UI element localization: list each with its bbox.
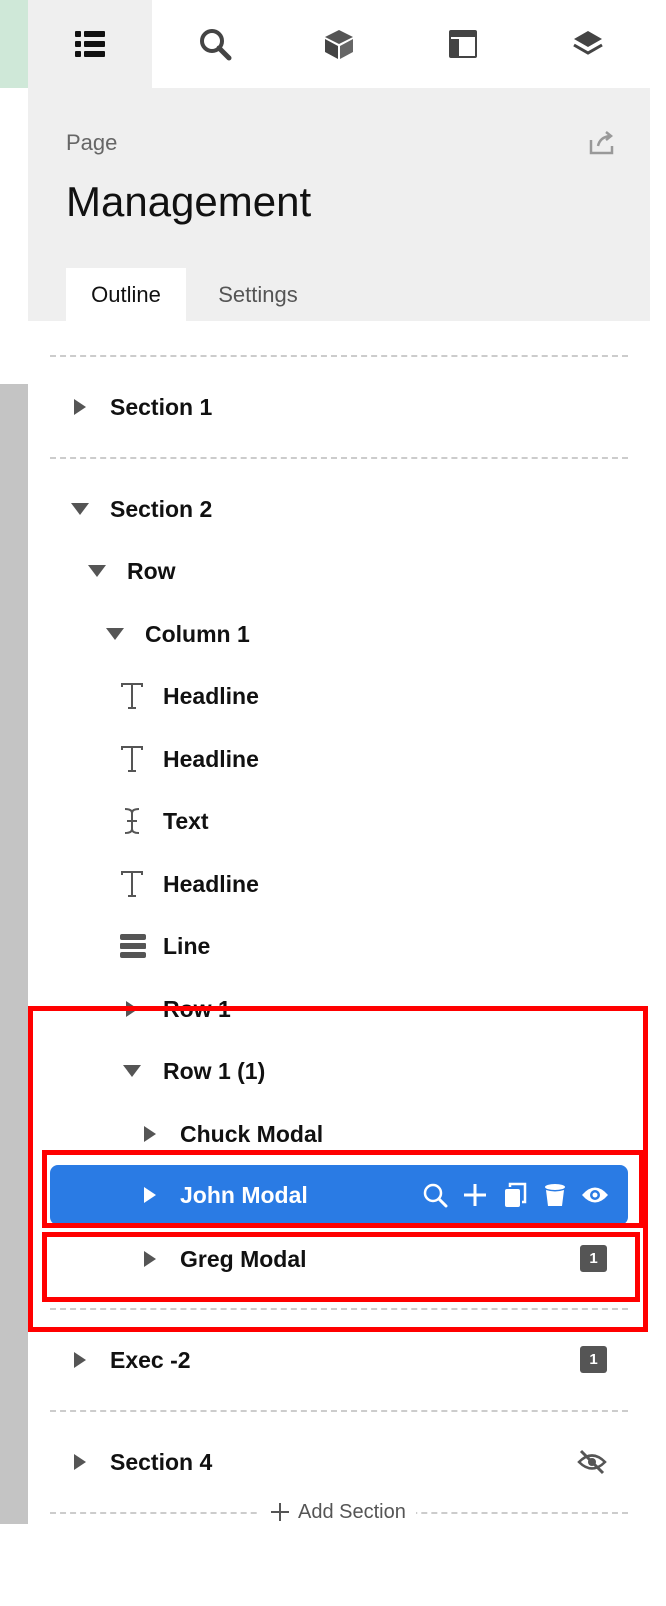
outline-list-tab[interactable]	[28, 0, 153, 88]
caret-right-icon[interactable]	[72, 1431, 88, 1493]
section-divider	[50, 355, 628, 357]
outline-item-chuck-modal[interactable]: Chuck Modal	[28, 1103, 650, 1165]
outline-item-exec-2[interactable]: Exec -2 1	[28, 1329, 650, 1391]
outline-item-headline[interactable]: Headline	[28, 853, 650, 915]
outline-item-column-1[interactable]: Column 1	[28, 603, 650, 665]
text-T-icon	[120, 665, 144, 727]
section-divider	[50, 457, 628, 459]
left-strip-top	[0, 0, 28, 88]
outline-item-label: Section 2	[110, 495, 213, 522]
outline-item-label: Text	[163, 807, 209, 834]
tab-outline[interactable]: Outline	[66, 268, 186, 321]
page-label: Page	[66, 130, 118, 155]
plus-icon	[271, 1503, 289, 1521]
caret-right-icon[interactable]	[72, 1329, 88, 1391]
cube-icon	[325, 30, 354, 59]
caret-down-icon[interactable]	[87, 540, 107, 602]
section-divider	[50, 1410, 628, 1412]
outline-item-row-1-1[interactable]: Row 1 (1)	[28, 1040, 650, 1102]
outline-item-label: Row	[127, 557, 176, 584]
add-section-label: Add Section	[298, 1500, 406, 1523]
outline-item-label: Row 1 (1)	[163, 1057, 266, 1084]
outline-item-label: Section 4	[110, 1448, 213, 1475]
caret-right-icon[interactable]	[72, 376, 88, 438]
layers-tab[interactable]	[526, 0, 650, 88]
caret-right-icon[interactable]	[142, 1228, 158, 1290]
page-title: Management	[66, 178, 312, 225]
trash-icon[interactable]	[540, 1180, 570, 1210]
left-strip-mid	[0, 88, 28, 384]
layers-icon	[573, 31, 603, 55]
outline-item-label: Greg Modal	[180, 1245, 307, 1272]
text-T-icon	[120, 728, 144, 790]
outline-item-john-modal[interactable]: John Modal	[28, 1165, 650, 1225]
outline-item-label: Chuck Modal	[180, 1120, 324, 1147]
outline-item-john-modal-selected[interactable]: John Modal	[50, 1165, 628, 1225]
search-icon[interactable]	[420, 1180, 450, 1210]
caret-right-icon[interactable]	[142, 1103, 158, 1165]
outline-list-icon	[75, 31, 106, 57]
outline-item-headline[interactable]: Headline	[28, 728, 650, 790]
outline-item-headline[interactable]: Headline	[28, 665, 650, 727]
highlight-box-john-modal	[42, 1150, 644, 1228]
page-header: Page Management Outline Settings	[28, 88, 650, 321]
outline-item-label: Column 1	[145, 620, 250, 647]
count-badge: 1	[580, 1245, 607, 1272]
outline-item-section-1[interactable]: Section 1	[28, 376, 650, 438]
outline-item-label: John Modal	[180, 1181, 308, 1208]
tab-settings[interactable]: Settings	[218, 281, 298, 307]
outline-item-row[interactable]: Row	[28, 540, 650, 602]
layout-icon	[449, 30, 478, 58]
item-actions	[420, 1165, 610, 1225]
text-T-icon	[120, 853, 144, 915]
elements-tab[interactable]	[277, 0, 401, 88]
eye-icon[interactable]	[580, 1180, 610, 1210]
count-badge: 1	[580, 1346, 607, 1373]
line-icon	[119, 915, 147, 977]
left-strip-bottom	[0, 1524, 28, 1606]
highlight-box-greg-modal	[42, 1232, 640, 1302]
left-canvas-strip	[0, 0, 28, 1606]
outline-item-line[interactable]: Line	[28, 915, 650, 977]
caret-right-icon[interactable]	[142, 1165, 158, 1225]
section-divider	[50, 1308, 628, 1310]
plus-icon[interactable]	[460, 1180, 490, 1210]
layout-tab[interactable]	[401, 0, 525, 88]
caret-down-icon[interactable]	[105, 603, 125, 665]
outline-item-label: Line	[163, 932, 211, 959]
caret-down-icon[interactable]	[122, 1040, 142, 1102]
outline-item-label: Section 1	[110, 393, 213, 420]
share-icon[interactable]	[588, 130, 616, 156]
text-cursor-icon	[122, 790, 142, 852]
search-tab[interactable]	[152, 0, 276, 88]
outline-item-section-4[interactable]: Section 4	[28, 1431, 650, 1493]
caret-down-icon[interactable]	[70, 478, 90, 540]
search-icon	[199, 29, 232, 61]
duplicate-icon[interactable]	[500, 1180, 530, 1210]
outline-item-label: Exec -2	[110, 1346, 191, 1373]
add-section-button[interactable]: Add Section	[260, 1496, 416, 1528]
outline-item-section-2[interactable]: Section 2	[28, 478, 650, 540]
eye-slash-icon[interactable]	[576, 1431, 608, 1493]
outline-item-text[interactable]: Text	[28, 790, 650, 852]
outline-item-label: Headline	[163, 682, 259, 709]
outline-item-greg-modal[interactable]: Greg Modal 1	[28, 1228, 650, 1290]
panel-toolbar	[28, 0, 650, 88]
outline-item-label: Headline	[163, 870, 259, 897]
highlight-box-outer	[28, 1006, 648, 1332]
outline-item-label: Headline	[163, 745, 259, 772]
right-gap	[650, 0, 666, 1606]
outline-panel: Page Management Outline Settings Section…	[28, 0, 650, 1606]
